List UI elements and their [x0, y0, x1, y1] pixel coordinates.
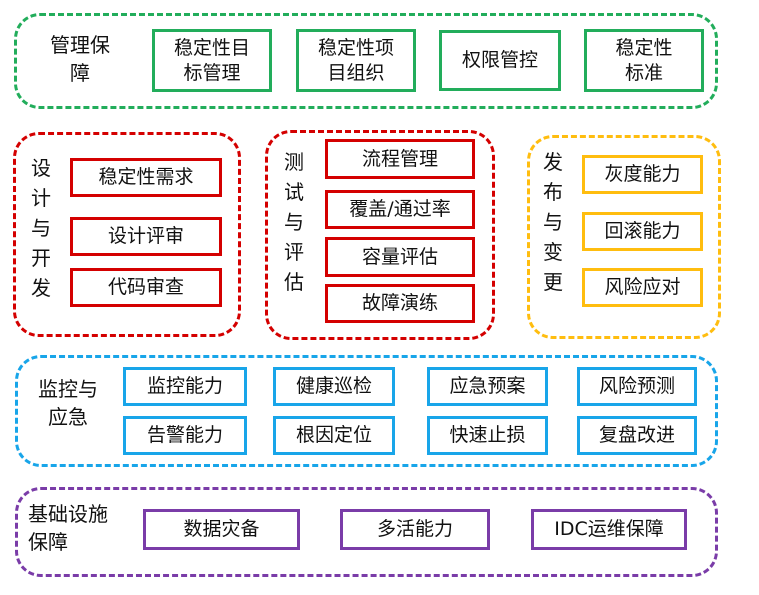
capability-box-stability-project-org: 稳定性项目组织: [296, 29, 416, 92]
section-label-design-dev: 设计与开发: [31, 156, 51, 300]
capability-box-code-review: 代码审查: [70, 268, 222, 307]
capability-box-rollback: 回滚能力: [582, 212, 703, 251]
capability-box-risk-response: 风险应对: [582, 268, 703, 307]
capability-box-fast-loss-stop: 快速止损: [427, 416, 548, 455]
capability-box-gray-release: 灰度能力: [582, 155, 703, 194]
capability-box-root-cause-location: 根因定位: [273, 416, 395, 455]
section-label-management: 管理保障: [50, 33, 110, 85]
capability-box-coverage-pass-rate: 覆盖/通过率: [325, 190, 475, 229]
capability-box-data-disaster-recovery: 数据灾备: [143, 509, 300, 550]
capability-box-monitoring: 监控能力: [123, 367, 247, 406]
capability-box-failure-drill: 故障演练: [325, 284, 475, 323]
capability-box-design-review: 设计评审: [70, 217, 222, 256]
capability-box-emergency-plan: 应急预案: [427, 367, 548, 406]
capability-box-idc-ops-guarantee: IDC运维保障: [531, 509, 687, 550]
capability-box-stability-goal-management: 稳定性目标管理: [152, 29, 272, 92]
capability-box-stability-standard: 稳定性标准: [584, 29, 704, 92]
capability-box-process-management: 流程管理: [325, 139, 475, 179]
capability-box-risk-prediction: 风险预测: [577, 367, 697, 406]
section-label-release-change: 发布与变更: [543, 150, 563, 294]
section-label-monitoring-emergency: 监控与应急: [38, 377, 98, 429]
capability-box-multi-active: 多活能力: [340, 509, 490, 550]
capability-box-alerting: 告警能力: [123, 416, 247, 455]
capability-box-health-inspection: 健康巡检: [273, 367, 395, 406]
section-label-test-eval: 测试与评估: [284, 150, 304, 294]
capability-box-review-improvement: 复盘改进: [577, 416, 697, 455]
capability-box-capacity-evaluation: 容量评估: [325, 237, 475, 277]
section-label-infrastructure: 基础设施保障: [28, 502, 108, 554]
capability-box-stability-requirements: 稳定性需求: [70, 158, 222, 197]
capability-box-permission-control: 权限管控: [439, 30, 561, 91]
